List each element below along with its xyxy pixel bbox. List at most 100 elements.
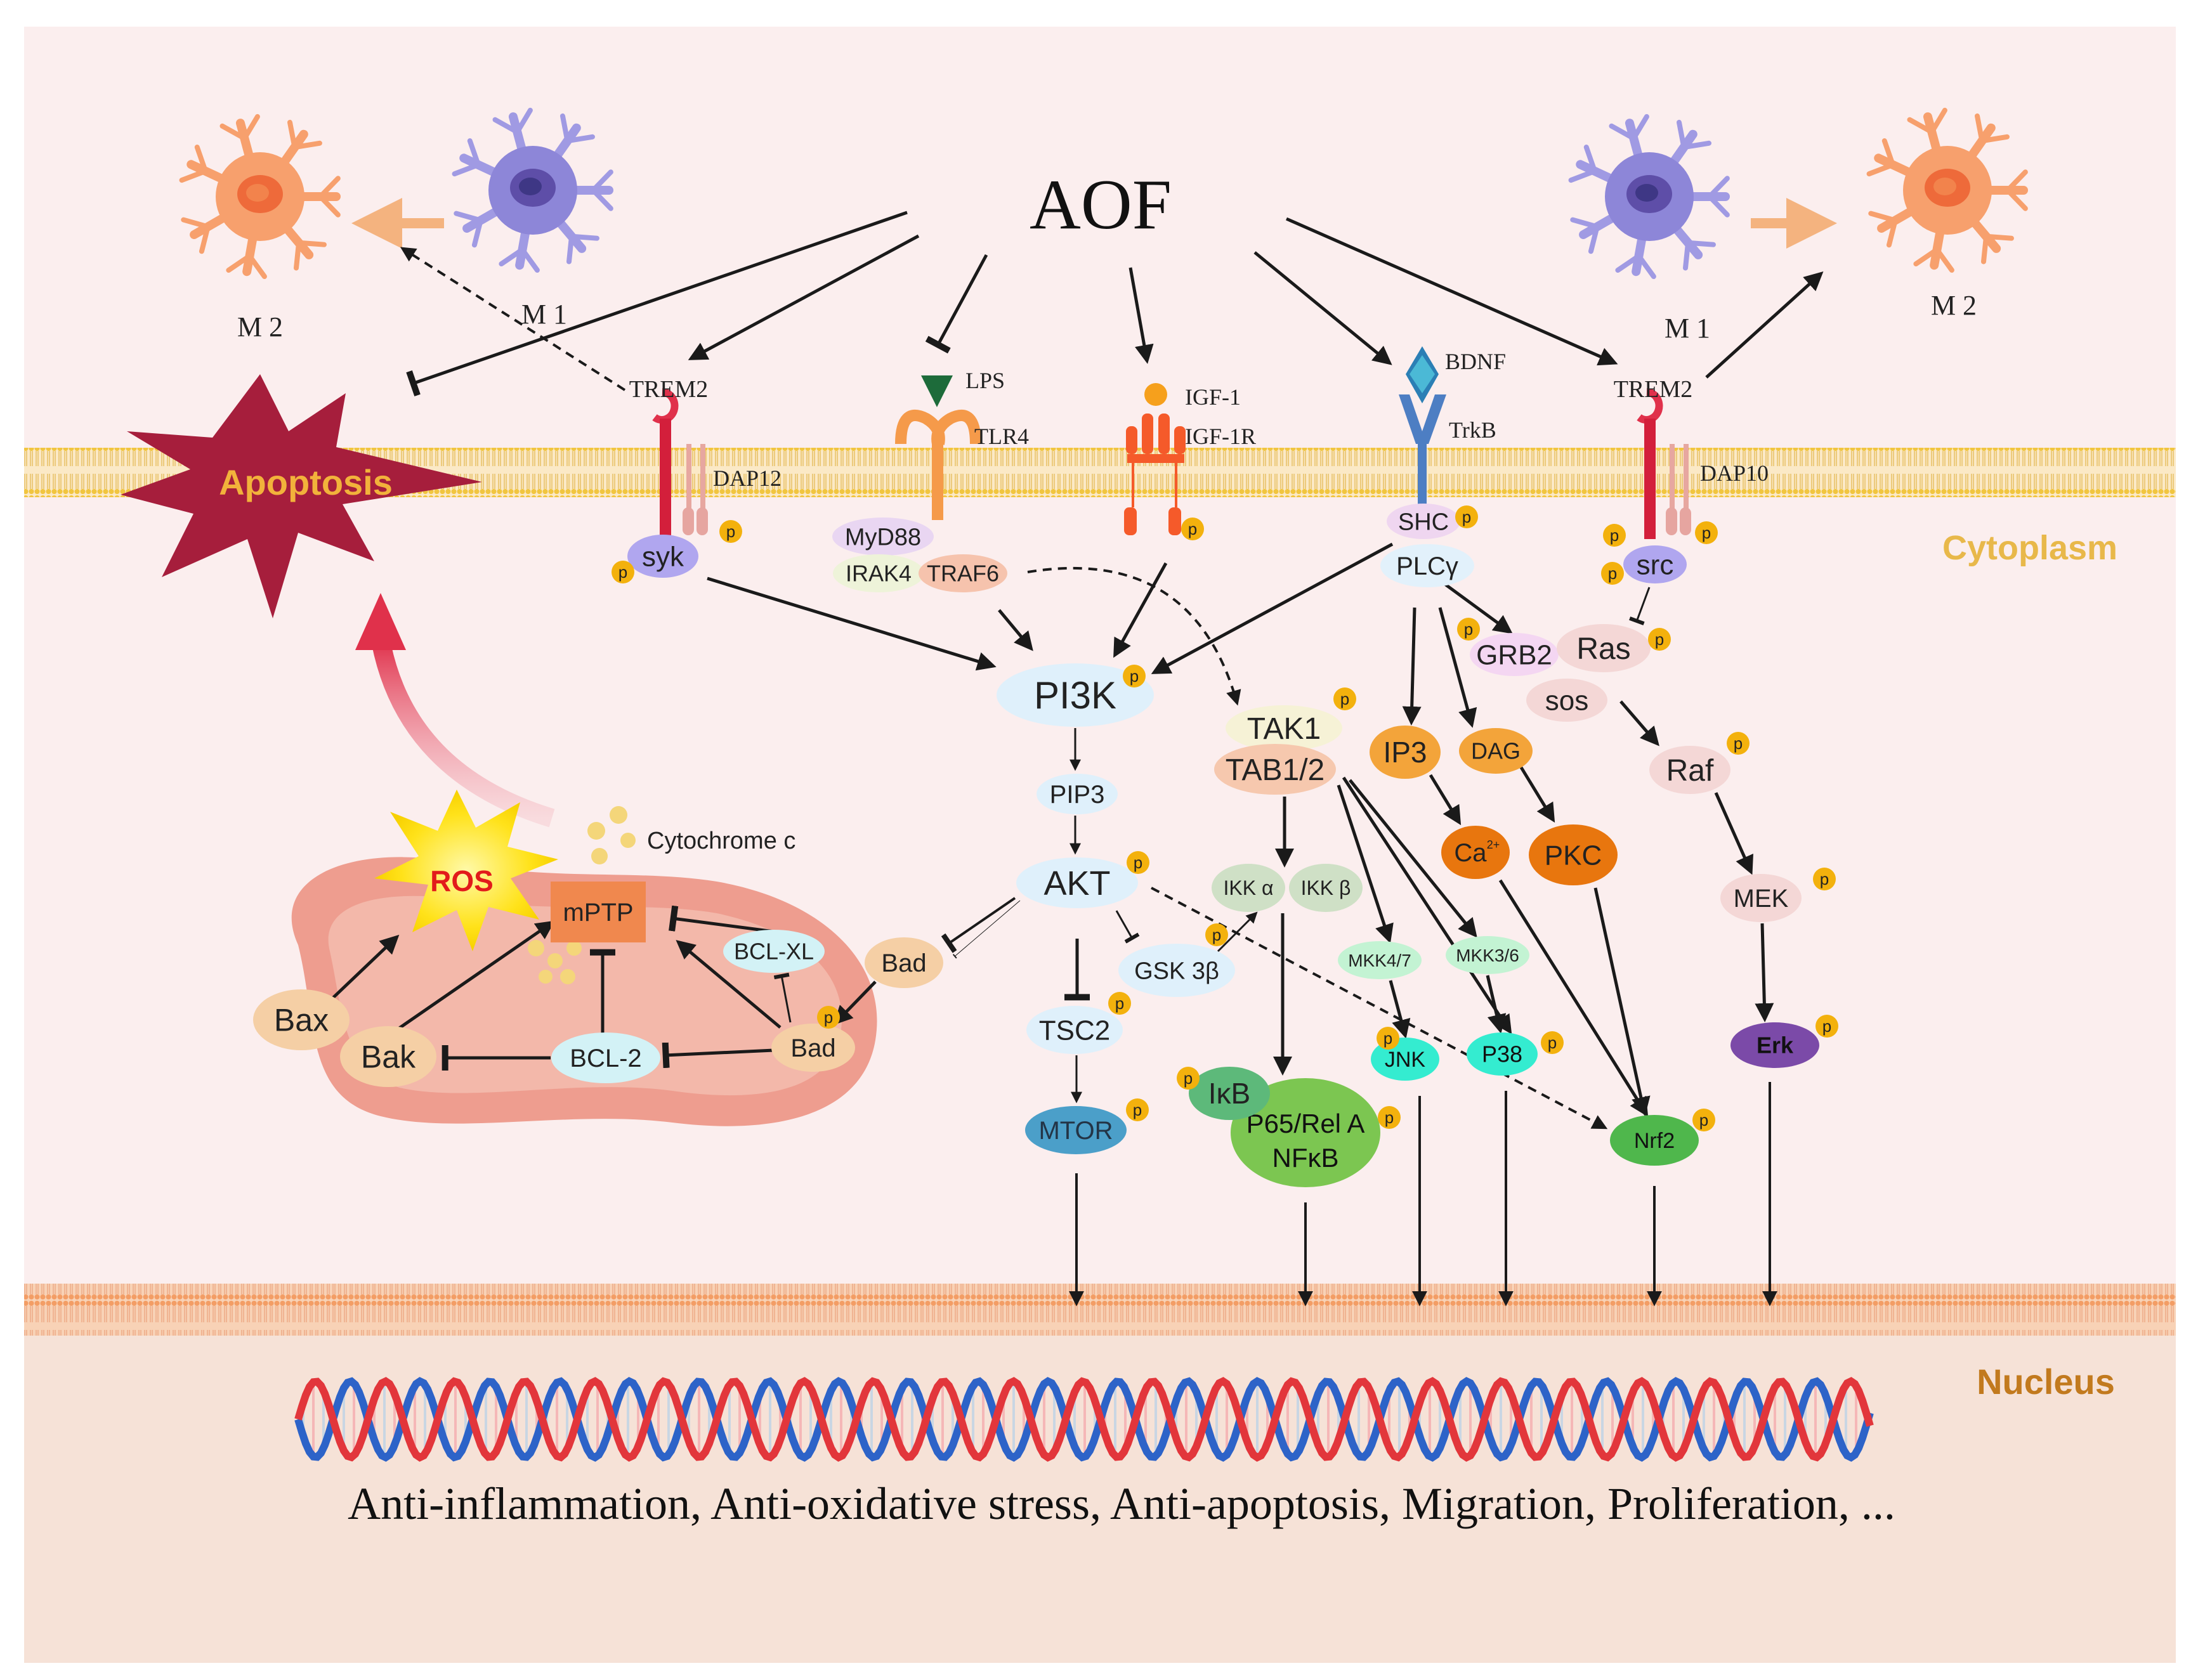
tlr4-receptor-icon: [895, 410, 981, 520]
ikb-label: IκB: [1208, 1077, 1250, 1110]
src-label: src: [1637, 549, 1674, 580]
phospho-label: p: [1130, 667, 1139, 686]
bad-label: Bad: [790, 1034, 835, 1062]
bax-label: Bax: [274, 1003, 329, 1038]
ros-burst-icon: [374, 790, 558, 951]
outcome-text: Anti-inflammation, Anti-oxidative stress…: [348, 1478, 1895, 1529]
pi3k-node: PI3K: [997, 663, 1154, 727]
activation-arrow: [1113, 562, 1168, 658]
phospho-label: p: [1188, 519, 1197, 538]
phospho-label: p: [1385, 1108, 1394, 1127]
tab12-label: TAB1/2: [1226, 753, 1325, 787]
m1-cell-right-icon: [1568, 114, 1730, 279]
pip3-label: PIP3: [1050, 781, 1105, 809]
ikkb-node: IKK β: [1289, 864, 1363, 912]
mek-node: MEK: [1720, 874, 1802, 922]
activation-arrow: [1128, 267, 1154, 364]
dna-helix-icon: [294, 1377, 1874, 1462]
phospho-badge: p: [1727, 732, 1750, 755]
ikka-label: IKK α: [1224, 876, 1274, 899]
activation-arrow: [1705, 271, 1824, 379]
tak1-label: TAK1: [1247, 712, 1321, 746]
mito-to-apoptosis-arrowhead-icon: [355, 593, 406, 650]
akt-label: AKT: [1043, 864, 1110, 902]
bdnf-trkb-receptor-icon: [1399, 346, 1446, 514]
ikkb-label: IKK β: [1301, 876, 1351, 899]
tsc2-label: TSC2: [1039, 1015, 1110, 1046]
activation-arrow: [1486, 975, 1507, 1034]
activation-arrow: [1519, 766, 1555, 823]
nrf2-label: Nrf2: [1634, 1129, 1675, 1153]
phospho-badge: p: [1541, 1031, 1564, 1054]
phospho-label: p: [1608, 564, 1617, 583]
sos-node: sos: [1526, 679, 1607, 722]
activation-arrow: [1389, 980, 1411, 1039]
activation-arrow: [1151, 542, 1394, 674]
pkc-label: PKC: [1545, 840, 1602, 871]
phospho-badge: p: [1377, 1027, 1399, 1050]
nucleus-label: Nucleus: [1977, 1362, 2115, 1402]
phospho-label: p: [1610, 526, 1619, 545]
ras-node: Ras: [1557, 624, 1651, 672]
traf6-label: TRAF6: [927, 561, 999, 587]
ikka-node: IKK α: [1212, 864, 1285, 912]
phospho-badge: p: [1813, 868, 1836, 890]
bax-node: Bax: [253, 989, 350, 1050]
p38-node: P38: [1467, 1032, 1538, 1076]
dap12-label: DAP12: [713, 466, 782, 491]
phospho-label: p: [1702, 523, 1711, 542]
m1-label-right: M 1: [1665, 313, 1710, 344]
phospho-badge: p: [817, 1006, 840, 1029]
grb2-node: GRB2: [1470, 633, 1559, 676]
phospho-label: p: [1134, 853, 1142, 872]
bclxl-label: BCL-XL: [734, 939, 814, 965]
phospho-badge: p: [1457, 618, 1480, 641]
syk-label: syk: [642, 541, 684, 572]
lps-label: LPS: [965, 368, 1005, 393]
phospho-label: p: [1820, 869, 1829, 889]
ca-superscript: 2+: [1487, 838, 1500, 851]
apoptosis-label: Apoptosis: [219, 462, 393, 502]
activation-arrow: [1714, 791, 1753, 875]
lps-icon: [921, 375, 953, 407]
phospho-label: p: [824, 1008, 833, 1027]
phospho-badge: p: [1601, 562, 1624, 585]
phospho-badge: p: [1603, 524, 1626, 547]
mkk47-node: MKK4/7: [1338, 941, 1422, 979]
phospho-badge: p: [1692, 1109, 1715, 1131]
tsc2-node: TSC2: [1026, 1006, 1123, 1054]
bak-node: Bak: [340, 1026, 436, 1087]
phospho-label: p: [1384, 1029, 1392, 1048]
mtor-label: MTOR: [1038, 1117, 1113, 1145]
m2-cell-right-icon: [1866, 107, 2028, 273]
phospho-label: p: [1822, 1017, 1831, 1036]
phospho-badge: p: [1177, 1067, 1200, 1090]
plcg-label: PLCγ: [1396, 552, 1458, 580]
ip3-label: IP3: [1383, 736, 1427, 769]
akt-node: AKT: [1016, 857, 1138, 908]
activation-arrow: [1619, 700, 1659, 746]
inhibition-arrow: [662, 1042, 775, 1069]
phospho-label: p: [1133, 1100, 1142, 1119]
igf1-igf1r-receptor-icon: [1124, 383, 1186, 535]
bcl2-label: BCL-2: [570, 1045, 641, 1072]
syk-node: syk: [627, 535, 698, 578]
mptp-node: mPTP: [551, 882, 646, 942]
nrf2-node: Nrf2: [1610, 1115, 1699, 1166]
raf-label: Raf: [1666, 754, 1714, 788]
jnk-label: JNK: [1385, 1048, 1426, 1072]
phospho-label: p: [1655, 630, 1664, 649]
dag-node: DAG: [1459, 728, 1533, 774]
erk-node: Erk: [1730, 1022, 1819, 1068]
m1-label-left: M 1: [521, 299, 567, 330]
inhibition-arrow: [925, 254, 988, 354]
mitochondrion-icon: [291, 857, 877, 1126]
apoptosis-burst-icon: [121, 374, 482, 618]
ikb-node: IκB: [1189, 1067, 1270, 1120]
phospho-label: p: [1340, 689, 1349, 708]
bad-top-node: Bad: [865, 937, 943, 988]
